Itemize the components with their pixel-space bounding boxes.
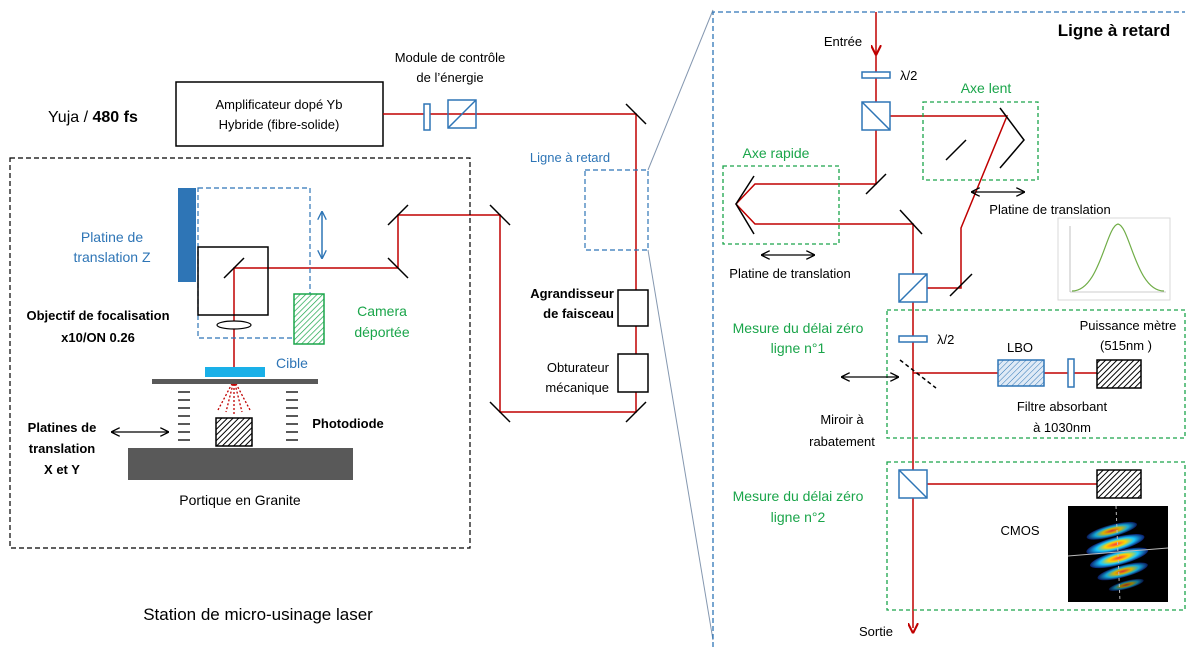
amplifier-line1: Amplificateur dopé Yb bbox=[216, 97, 343, 112]
z-stage-line1: Platine de bbox=[81, 229, 143, 245]
amplifier-line2: Hybride (fibre-solide) bbox=[219, 117, 340, 132]
zero-delay-2-line1: Mesure du délai zéro bbox=[733, 488, 864, 504]
lbo-crystal bbox=[997, 359, 1045, 387]
output-label: Sortie bbox=[859, 624, 893, 639]
zero-delay-1-line2: ligne n°1 bbox=[771, 340, 826, 356]
z-stage-line2: translation Z bbox=[73, 249, 150, 265]
target-label: Cible bbox=[276, 355, 308, 371]
shutter-box bbox=[617, 353, 649, 393]
polarizer-cube-energy bbox=[447, 99, 477, 129]
camera-box bbox=[293, 293, 325, 345]
delay-mirrors bbox=[899, 209, 973, 297]
objective-line2: x10/ON 0.26 bbox=[61, 330, 135, 345]
half-wave-plate-2 bbox=[898, 335, 928, 343]
fast-axis-retroreflector bbox=[735, 175, 755, 235]
source-label: Yuja / 480 fs bbox=[48, 109, 138, 126]
camera-line1: Camera bbox=[357, 303, 407, 319]
amplifier-box: Amplificateur dopé Yb Hybride (fibre-sol… bbox=[175, 81, 384, 147]
filter-line2: à 1030nm bbox=[1033, 420, 1091, 435]
slow-axis-label: Axe lent bbox=[961, 80, 1012, 96]
half-wave-label-2: λ/2 bbox=[937, 332, 954, 347]
delay-panel-title: Ligne à retard bbox=[1058, 21, 1170, 40]
slow-axis-box bbox=[922, 101, 1039, 181]
xy-stages-line3: X et Y bbox=[44, 462, 80, 477]
station-box bbox=[9, 157, 471, 549]
camera-line2: déportée bbox=[354, 324, 409, 340]
expander-line1: Agrandisseur bbox=[530, 286, 614, 301]
delay-line-small-box bbox=[584, 169, 649, 251]
flip-mirror bbox=[899, 359, 937, 389]
energy-module-line2: de l’énergie bbox=[416, 70, 483, 85]
cmos-label: CMOS bbox=[1001, 523, 1040, 538]
lbo-label: LBO bbox=[1007, 340, 1033, 355]
z-stage-bar bbox=[178, 188, 196, 282]
flip-mirror-line1: Miroir à bbox=[820, 412, 864, 427]
photodiode-label: Photodiode bbox=[312, 416, 384, 431]
delay-line-small-label: Ligne à retard bbox=[530, 150, 610, 165]
cmos-camera-box bbox=[1096, 469, 1142, 499]
shutter-line2: mécanique bbox=[545, 380, 609, 395]
half-wave-plate-1 bbox=[861, 71, 891, 79]
objective-mirror bbox=[223, 257, 245, 279]
slow-axis-retroreflector bbox=[999, 107, 1025, 169]
expander-line2: de faisceau bbox=[543, 306, 614, 321]
flip-mirror-line2: rabatement bbox=[809, 434, 875, 449]
beamsplitter-cube-1 bbox=[861, 101, 891, 131]
xy-stages-line2: translation bbox=[29, 441, 96, 456]
power-meter-line2: (515nm ) bbox=[1100, 338, 1152, 353]
waveplate-energy bbox=[423, 103, 431, 131]
fast-stage-label: Platine de translation bbox=[729, 266, 850, 281]
photodiode-box bbox=[215, 417, 253, 447]
granite-label: Portique en Granite bbox=[179, 492, 301, 508]
scatter-rays bbox=[217, 379, 251, 414]
zero-delay-2-box bbox=[886, 461, 1186, 611]
xy-stages-line1: Platines de bbox=[28, 420, 97, 435]
power-meter-line1: Puissance mètre bbox=[1080, 318, 1177, 333]
absorbing-filter bbox=[1067, 358, 1075, 388]
objective-lens bbox=[216, 320, 252, 330]
beamsplitter-cube-2 bbox=[898, 273, 928, 303]
energy-module-line1: Module de contrôle bbox=[395, 50, 506, 65]
beam-expander-box bbox=[617, 289, 649, 327]
mirrors-left bbox=[387, 103, 647, 423]
objective-line1: Objectif de focalisation bbox=[26, 308, 169, 323]
half-wave-label-1: λ/2 bbox=[900, 68, 917, 83]
objective-box bbox=[197, 246, 269, 316]
fast-axis-box bbox=[722, 165, 840, 245]
zero-delay-2-line2: ligne n°2 bbox=[771, 509, 826, 525]
fast-axis-mirror bbox=[865, 173, 887, 195]
granite-base bbox=[128, 448, 353, 480]
interference-image bbox=[1067, 505, 1169, 603]
beamsplitter-cube-3 bbox=[898, 469, 928, 499]
slow-axis-mirror bbox=[945, 139, 967, 161]
station-title: Station de micro-usinage laser bbox=[143, 605, 373, 624]
xy-stage-plate bbox=[152, 379, 318, 384]
slow-stage-label: Platine de translation bbox=[989, 202, 1110, 217]
delay-panel-frame bbox=[712, 11, 1185, 647]
pulse-profile-inset bbox=[1057, 217, 1171, 301]
target-plate bbox=[205, 367, 265, 377]
fast-axis-label: Axe rapide bbox=[743, 145, 810, 161]
input-label: Entrée bbox=[824, 34, 862, 49]
filter-line1: Filtre absorbant bbox=[1017, 399, 1108, 414]
xy-stage-springs bbox=[178, 391, 298, 441]
power-meter-box bbox=[1096, 359, 1142, 389]
shutter-line1: Obturateur bbox=[547, 360, 610, 375]
zoom-lines bbox=[647, 9, 714, 641]
zero-delay-1-line1: Mesure du délai zéro bbox=[733, 320, 864, 336]
